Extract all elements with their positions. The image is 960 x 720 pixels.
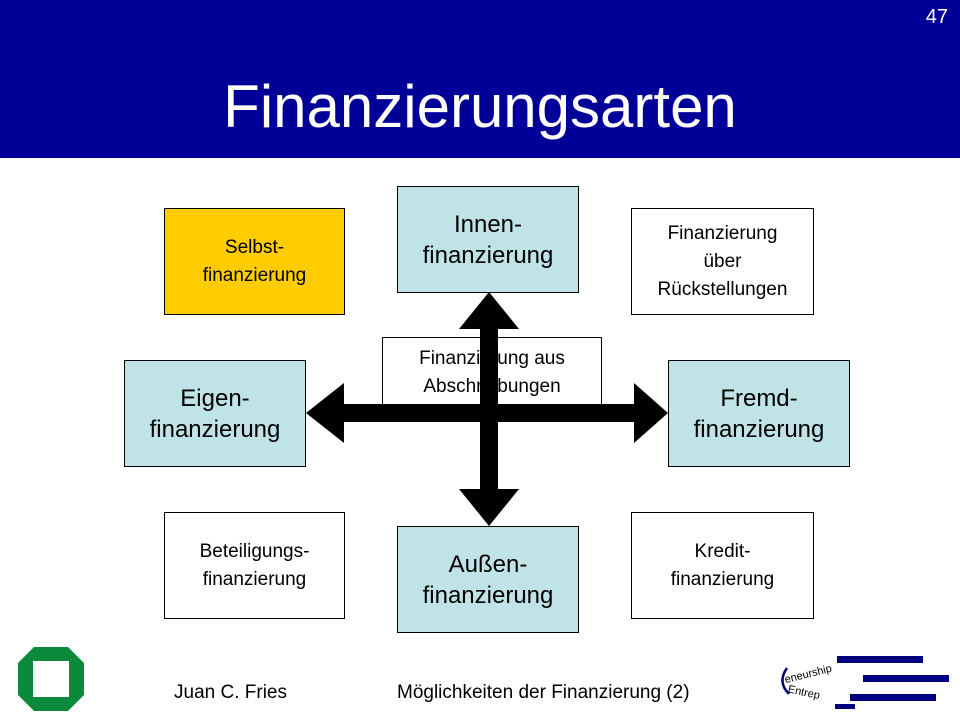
slide-title: Finanzierungsarten: [223, 73, 737, 140]
entrepreneurship-logo: eneurship Entrep: [781, 656, 949, 709]
eigenfinanzierung-box: Eigen- finanzierung: [124, 360, 306, 467]
innenfinanzierung-box: Innen- finanzierung: [397, 186, 579, 293]
horizontal-arrow-shaft: [342, 404, 636, 422]
footer-author: Juan C. Fries: [174, 682, 287, 703]
title-bar: 47 Finanzierungsarten: [0, 0, 960, 158]
svg-text:eneurship: eneurship: [783, 663, 833, 686]
arrow-head-up: [459, 292, 519, 329]
kreditfinanzierung-box: Kredit- finanzierung: [631, 512, 814, 619]
selbstfinanzierung-box: Selbst- finanzierung: [164, 208, 345, 315]
arrow-head-down: [459, 489, 519, 526]
footer-title: Möglichkeiten der Finanzierung (2): [397, 682, 690, 703]
rueckstellungen-box: Finanzierung über Rückstellungen: [631, 208, 814, 315]
university-logo-icon: [18, 647, 84, 711]
arrow-head-left: [306, 383, 344, 443]
aussenfinanzierung-box: Außen- finanzierung: [397, 526, 579, 633]
beteiligungsfinanzierung-box: Beteiligungs- finanzierung: [164, 512, 345, 619]
fremdfinanzierung-box: Fremd- finanzierung: [668, 360, 850, 467]
slide-number: 47: [925, 6, 948, 28]
svg-text:Entrep: Entrep: [787, 683, 821, 701]
arrow-head-right: [634, 383, 668, 443]
